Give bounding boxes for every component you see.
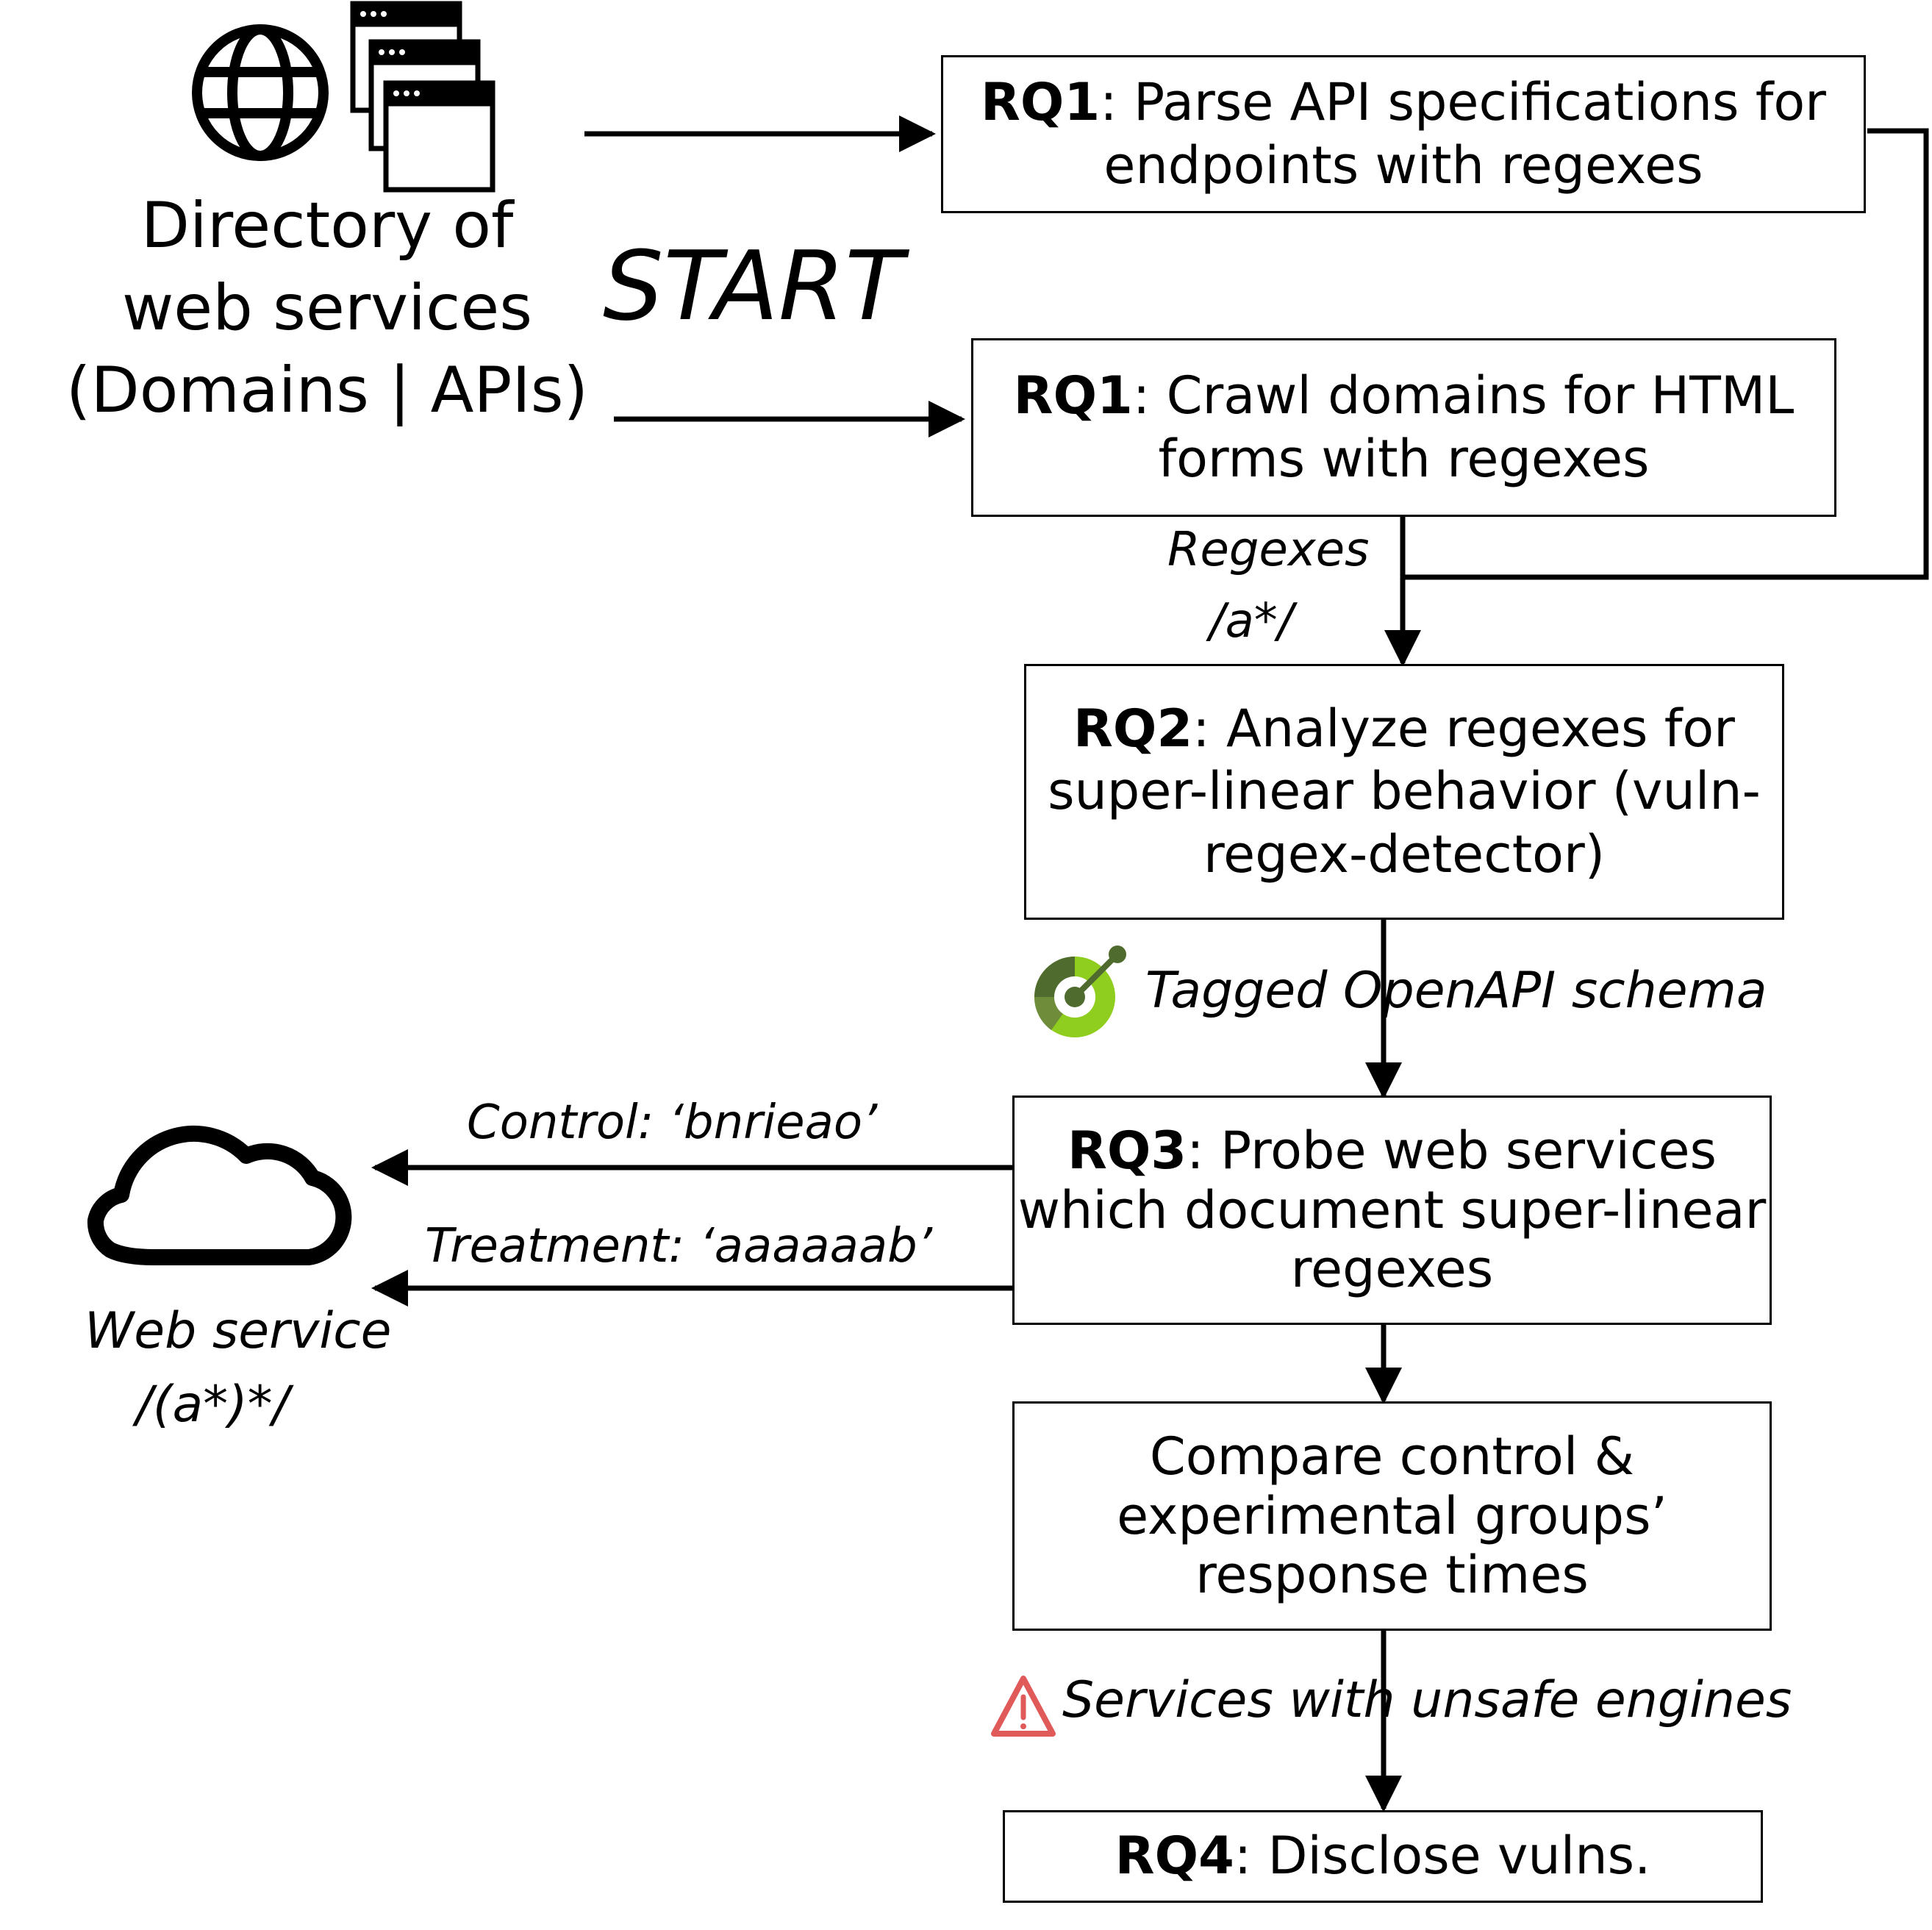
label-regex-example: /a*/ (1209, 594, 1294, 648)
rq2-box: RQ2: Analyze regexes for super-linear be… (1024, 664, 1784, 920)
rq4-box: RQ4: Disclose vulns. (1003, 1810, 1763, 1903)
rq4-tag: RQ4 (1115, 1826, 1234, 1887)
label-control: Control: ‘bnrieao’ (467, 1096, 878, 1150)
source-line-3: (Domains | APIs) (65, 353, 589, 427)
globe-icon (192, 24, 329, 161)
web-service-regex: /(a*)*/ (136, 1376, 290, 1434)
rq1-crawl-box: RQ1: Crawl domains for HTML forms with r… (971, 338, 1836, 517)
compare-box: Compare control & experimental groups’ r… (1012, 1401, 1772, 1631)
rq3-box: RQ3: Probe web services which document s… (1012, 1096, 1772, 1325)
rq4-text: : Disclose vulns. (1234, 1826, 1651, 1887)
start-label: START (603, 230, 904, 342)
rq1-crawl-tag: RQ1 (1013, 365, 1133, 426)
compare-text: Compare control & experimental groups’ r… (1117, 1426, 1667, 1606)
source-label: Directory of web services (Domains | API… (44, 185, 610, 432)
rq2-text: : Analyze regexes for super-linear behav… (1048, 698, 1761, 884)
label-tagged-schema: Tagged OpenAPI schema (1145, 962, 1767, 1020)
rq3-tag: RQ3 (1067, 1121, 1187, 1182)
warning-icon (991, 1676, 1056, 1737)
connector-api-merge (1403, 128, 1929, 580)
source-line-2: web services (121, 271, 533, 345)
browser-windows-icon (350, 1, 495, 193)
openapi-icon (1034, 946, 1126, 1037)
web-service-label: Web service (85, 1302, 392, 1360)
label-treatment: Treatment: ‘aaaaaab’ (425, 1219, 933, 1273)
rq3-text: : Probe web services which document supe… (1017, 1121, 1767, 1300)
rq1-crawl-text: : Crawl domains for HTML forms with rege… (1132, 365, 1795, 489)
source-line-1: Directory of (140, 189, 514, 262)
label-unsafe: Services with unsafe engines (1062, 1671, 1792, 1729)
rq2-tag: RQ2 (1073, 698, 1193, 759)
cloud-icon (87, 1125, 352, 1265)
rq1-api-tag: RQ1 (981, 72, 1101, 133)
label-regexes: Regexes (1167, 523, 1370, 577)
rq1-api-text: : Parse API specifications for endpoints… (1100, 72, 1826, 196)
rq1-api-box: RQ1: Parse API specifications for endpoi… (941, 55, 1866, 213)
